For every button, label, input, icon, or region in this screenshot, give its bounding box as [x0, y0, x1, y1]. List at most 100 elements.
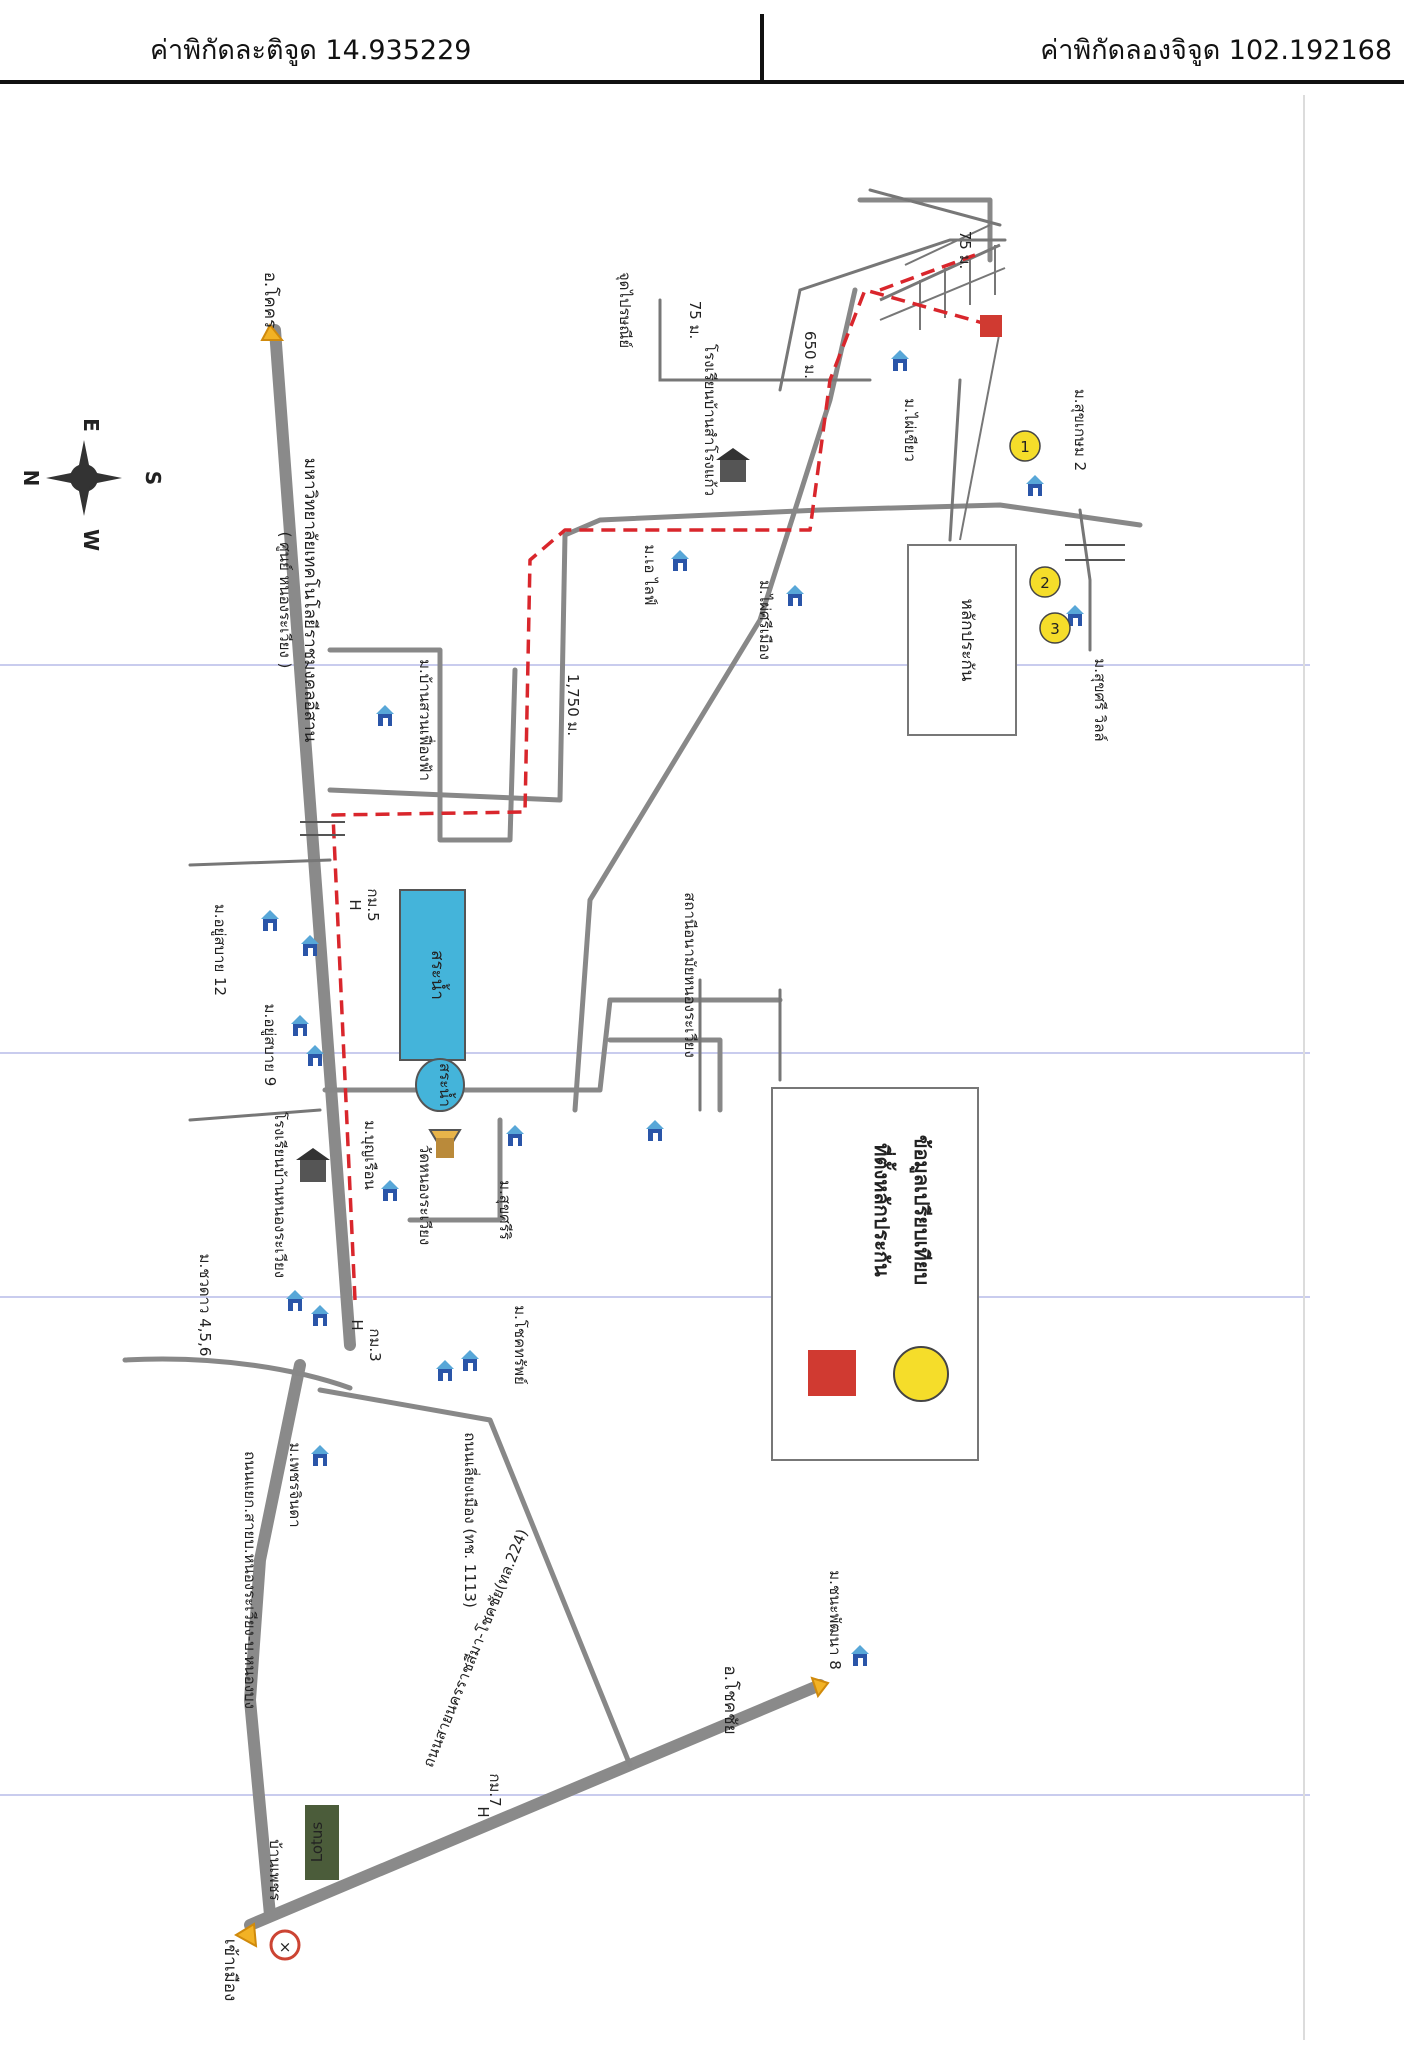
village-v5: ม.สุขศรีริ	[495, 1125, 524, 1240]
distance-1750: 1,750 ม.	[564, 674, 582, 736]
village-v4: ม.บ้านสวนเฟื่องฟ้า	[376, 659, 436, 781]
health-station-label: สถานีอนามัยหนองระเวียง	[681, 892, 699, 1058]
crossing-2	[1065, 544, 1125, 561]
route-to-collateral	[331, 288, 991, 1301]
road-alley-2	[188, 858, 332, 867]
school-icon-samrong	[716, 448, 750, 482]
compass-east: E	[79, 418, 103, 432]
road-lokkaew	[317, 1387, 633, 1768]
svg-text:ม.สุขศรี วิลล์: ม.สุขศรี วิลล์	[1090, 658, 1109, 741]
to-chokchai-arrow	[810, 1676, 830, 1699]
road-lokkaew-label: ถนนเลี่ยงเมือง (ทช. 1113)	[461, 1432, 481, 1608]
to-korat-label: อ.โคคร	[260, 272, 281, 329]
compass-rose: E W N S	[19, 418, 165, 551]
road-to-collateral	[327, 502, 1143, 803]
school-icon-nong-rawiang	[296, 1148, 330, 1182]
compass-north: N	[19, 470, 43, 487]
legend-collateral-swatch	[808, 1350, 856, 1396]
reservoir-main	[399, 889, 466, 1061]
svg-text:ม.ไผ่ศรีเมือง: ม.ไผ่ศรีเมือง	[756, 580, 774, 660]
svg-text:2: 2	[1040, 574, 1050, 592]
to-city-label: เข้าเมือง	[220, 1939, 240, 2002]
km7-marker: H กม.7	[474, 1773, 504, 1817]
comparable-marker-1: 1	[1009, 430, 1041, 462]
svg-text:ม.ชนะพัฒนา 8: ม.ชนะพัฒนา 8	[826, 1570, 844, 1670]
legend-comparable-swatch	[893, 1346, 949, 1402]
svg-text:1: 1	[1020, 438, 1030, 456]
lotus-store	[305, 1805, 339, 1880]
collateral-plot	[879, 224, 1006, 541]
lotus-label: Lotus	[308, 1822, 326, 1863]
coordinates-header: ค่าพิกัดละติจูด 14.935229 ค่าพิกัดลองจิจ…	[0, 0, 1404, 84]
village-v13: ม.ชนะพัฒนา 8	[826, 1570, 869, 1670]
header-rule-tail	[1330, 80, 1400, 84]
svg-text:ม.อยู่สบาย 9: ม.อยู่สบาย 9	[261, 1004, 279, 1087]
village-v2: ม.อยู่สบาย 9	[261, 1004, 324, 1087]
road-alley-5	[868, 188, 1002, 227]
to-korat-arrow	[260, 323, 285, 341]
highway-main	[269, 324, 356, 1351]
km5-label: กม.5	[364, 888, 382, 921]
distance-650: 650 ม.	[801, 331, 819, 379]
village-v9: ม.สุขเกษม 2	[1026, 389, 1089, 496]
longitude-text: ค่าพิกัดลองจิจูด 102.192168	[1040, 35, 1392, 66]
nong-rawiang-school-label: โรงเรียนบ้านหนองระเวียง	[271, 1112, 289, 1278]
svg-text:ม.ชวดาว 4,5,6: ม.ชวดาว 4,5,6	[196, 1254, 214, 1357]
reservoir-small	[415, 1058, 465, 1112]
svg-text:ม.ไผ่เขียว: ม.ไผ่เขียว	[901, 398, 919, 462]
road-alley-7	[948, 378, 962, 542]
village-v10: ม.สุขศรี วิลล์	[1066, 605, 1109, 742]
road-university-loop	[327, 647, 518, 843]
village-v6: ม.เอ ไลฟ์	[641, 545, 689, 606]
road-alley-1	[658, 298, 872, 382]
legend-box: ที่ตั้งหลักประกัน ข้อมูลเปรียบเทียบ	[771, 1087, 979, 1461]
collateral-box-label: หลักประกัน	[957, 599, 977, 682]
header-divider	[760, 14, 764, 80]
svg-text:×: ×	[279, 1938, 292, 1956]
svg-text:3: 3	[1050, 620, 1060, 638]
km5-marker: H กม.5	[346, 888, 382, 921]
road-health-branch	[607, 1037, 723, 1113]
road-alley-3	[188, 1108, 322, 1122]
km3-marker: H กม.3	[348, 1319, 384, 1361]
distance-75a: 75 ม.	[686, 301, 704, 340]
road-nong-rawiang-label: ถนนแยก.สายบ.หนองระเวียง-บ.หนองบง	[241, 1451, 259, 1709]
parking-spot-label: จุดไปรษณีย์	[615, 272, 634, 348]
village-v1: ม.อยู่สบาย 12	[211, 904, 319, 996]
comparable-marker-2: 2	[1029, 566, 1061, 598]
road-nong-rawiang	[243, 1359, 306, 1921]
latitude-text: ค่าพิกัดละติจูด 14.935229	[150, 35, 472, 66]
route-last-leg	[879, 253, 976, 292]
village-v3: ม.ชวดาว 4,5,6	[196, 1254, 329, 1357]
village-v12: ม.โชคทรัพย์	[436, 1305, 529, 1385]
temple-icon	[428, 1129, 462, 1158]
svg-text:ม.เอ ไลฟ์: ม.เอ ไลฟ์	[641, 545, 659, 606]
svg-text:ม.สุขศรีริ: ม.สุขศรีริ	[495, 1180, 514, 1240]
village-v7: ม.ไผ่ศรีเมือง	[756, 580, 804, 660]
svg-text:ม.สุขเกษม 2: ม.สุขเกษม 2	[1070, 389, 1089, 471]
svg-text:H: H	[348, 1319, 366, 1330]
village-v11: ม.เพชรจินดา	[286, 1442, 329, 1528]
comparable-marker-3: 3	[1039, 612, 1071, 644]
km3-label: กม.3	[366, 1328, 384, 1361]
legend-collateral-label: ที่ตั้งหลักประกัน	[870, 1143, 897, 1277]
collateral-marker	[980, 315, 1002, 337]
svg-text:ม.บุญเรือน: ม.บุญเรือน	[360, 1120, 379, 1189]
location-map[interactable]: E W N S สระน้ำ สระน้ำ	[0, 84, 1404, 2048]
reservoir-main-label: สระน้ำ	[427, 950, 450, 1000]
road-west-branch	[122, 1356, 353, 1391]
distance-75b: 75 ม.	[956, 231, 974, 270]
road-temple	[407, 1117, 503, 1223]
svg-text:H: H	[346, 899, 364, 910]
svg-text:ม.โชคทรัพย์: ม.โชคทรัพย์	[511, 1305, 529, 1385]
legend-comparable-label: ข้อมูลเปรียบเทียบ	[908, 1135, 934, 1285]
village-v14: ม.บุญเรือน	[360, 1120, 664, 1201]
road-alley-4	[778, 238, 1007, 392]
compass-west: W	[79, 529, 103, 551]
km7-label: กม.7	[486, 1773, 504, 1806]
university-center-label: ( ศูนย์ หนองระเวียง )	[276, 532, 294, 669]
collateral-box	[907, 544, 1017, 736]
road-chokchai	[244, 1679, 826, 1931]
road-health-station	[322, 997, 783, 1093]
to-chokchai-label: อ.โชคชัย	[720, 1665, 741, 1734]
